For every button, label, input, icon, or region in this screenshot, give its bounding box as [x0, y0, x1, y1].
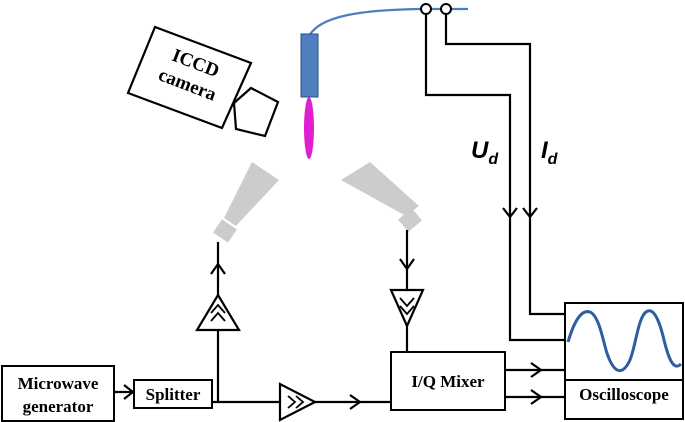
- current-line: [444, 14, 567, 316]
- oscilloscope-label: Oscilloscope: [579, 385, 669, 404]
- splitter-label: Splitter: [146, 385, 201, 404]
- iccd-camera: ICCD camera: [126, 25, 280, 138]
- tx-feed-arrowhead: [210, 262, 226, 275]
- lo-to-mixer-arrowhead: [349, 394, 362, 410]
- voltage-label: Ud: [471, 137, 499, 168]
- tx-amplifier: [195, 292, 241, 332]
- connector-left: [420, 3, 432, 15]
- receive-horn-antenna: [341, 162, 423, 232]
- oscilloscope-block: Oscilloscope: [564, 302, 684, 420]
- connector-right: [440, 3, 452, 15]
- power-cable: [308, 7, 468, 37]
- plasma-jet: [304, 97, 314, 159]
- mixer-output-q-arrowhead: [530, 389, 543, 405]
- iq-mixer-label: I/Q Mixer: [411, 372, 485, 391]
- current-label: Id: [541, 137, 559, 168]
- splitter-block: Splitter: [133, 379, 213, 409]
- lo-amplifier: [278, 382, 318, 422]
- microwave-generator-label-line2: generator: [23, 397, 94, 416]
- oscilloscope-waveform: [566, 309, 683, 372]
- voltage-arrowhead: [502, 207, 518, 219]
- transmit-horn-antenna: [213, 162, 279, 243]
- electrode: [300, 33, 319, 98]
- mixer-output-i-arrowhead: [530, 362, 543, 378]
- iq-mixer-block: I/Q Mixer: [390, 351, 506, 411]
- rx-feed-arrowhead: [399, 258, 415, 271]
- microwave-generator-label-line1: Microwave: [18, 374, 99, 393]
- current-arrowhead: [522, 207, 538, 219]
- voltage-line: [424, 14, 567, 342]
- microwave-generator-block: Microwave generator: [1, 365, 115, 422]
- rx-amplifier: [389, 288, 425, 329]
